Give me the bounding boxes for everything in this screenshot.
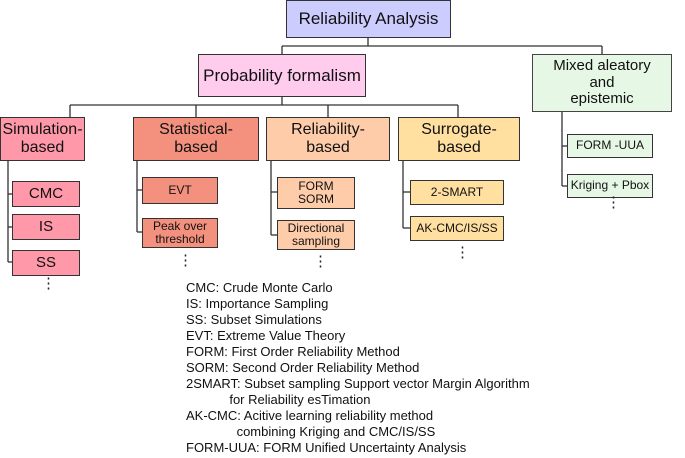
leaf-cmc: CMC xyxy=(12,181,80,207)
legend-line: SORM: Second Order Reliability Method xyxy=(186,360,420,375)
legend-line: 2SMART: Subset sampling Support vector M… xyxy=(186,376,530,391)
leaf-peak-over-threshold: Peak over threshold xyxy=(142,218,218,248)
legend-line: FORM-UUA: FORM Unified Uncertainty Analy… xyxy=(186,440,467,455)
node-statistical-based: Statistical- based xyxy=(133,117,259,161)
root-node-reliability-analysis: Reliability Analysis xyxy=(286,0,451,38)
legend-line: SS: Subset Simulations xyxy=(186,312,322,327)
leaf-directional-sampling: Directional sampling xyxy=(277,220,355,250)
legend-line: IS: Importance Sampling xyxy=(186,296,329,311)
leaf-form-uua: FORM -UUA xyxy=(567,134,653,158)
node-mixed-aleatory-epistemic: Mixed aleatory and epistemic xyxy=(532,54,672,112)
abbreviation-legend: CMC: Crude Monte Carlo IS: Importance Sa… xyxy=(186,280,530,456)
ellipsis-reliability: ⋮ xyxy=(313,253,328,270)
ellipsis-mixed: ⋮ xyxy=(606,194,621,211)
ellipsis-surrogate: ⋮ xyxy=(455,244,470,261)
legend-line: CMC: Crude Monte Carlo xyxy=(186,280,333,295)
legend-line: combining Kriging and CMC/IS/SS xyxy=(186,424,436,439)
ellipsis-statistical: ⋮ xyxy=(178,252,193,269)
node-probability-formalism: Probability formalism xyxy=(198,54,366,97)
leaf-2-smart: 2-SMART xyxy=(410,180,504,205)
leaf-evt: EVT xyxy=(142,177,218,204)
leaf-ss: SS xyxy=(12,250,80,276)
leaf-kriging-pbox: Kriging + Pbox xyxy=(567,174,653,198)
legend-line: for Reliability esTimation xyxy=(186,392,371,407)
node-simulation-based: Simulation- based xyxy=(0,117,85,161)
leaf-form-sorm: FORM SORM xyxy=(277,177,355,209)
leaf-is: IS xyxy=(12,214,80,240)
legend-line: AK-CMC: Acitive learning reliability met… xyxy=(186,408,434,423)
node-surrogate-based: Surrogate- based xyxy=(398,117,520,161)
legend-line: FORM: First Order Reliability Method xyxy=(186,344,400,359)
leaf-ak-cmc-is-ss: AK-CMC/IS/SS xyxy=(410,216,504,241)
legend-line: EVT: Extreme Value Theory xyxy=(186,328,346,343)
node-reliability-based: Reliability- based xyxy=(266,117,390,161)
ellipsis-simulation: ⋮ xyxy=(41,275,56,292)
